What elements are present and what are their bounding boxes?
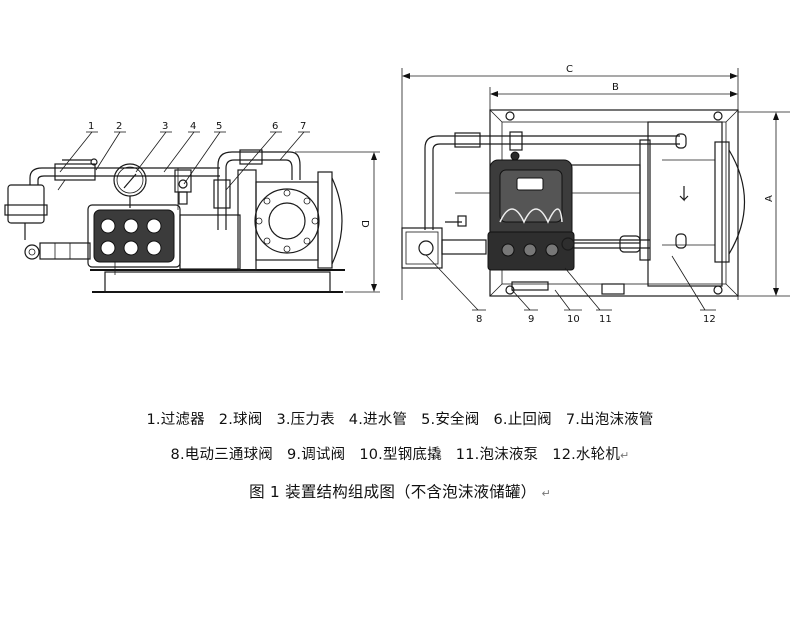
electric-three-way-valve-side — [4, 184, 91, 260]
legend-item: 3.压力表 — [276, 412, 335, 428]
legend-item: 5.安全阀 — [421, 412, 480, 428]
callout-7: 7 — [300, 121, 306, 132]
top-callouts: 8 9 10 11 12 — [425, 254, 716, 325]
side-view: D 1 2 3 4 5 6 7 — [4, 121, 380, 293]
legend-item: 10.型钢底撬 — [359, 447, 442, 463]
legend-item: 11.泡沫液泵 — [455, 447, 539, 463]
legend-item: 7.出泡沫液管 — [565, 412, 654, 428]
paragraph-return-mark: ↵ — [541, 487, 551, 500]
dimension-label-d: D — [359, 220, 370, 228]
inlet-pipe-top — [424, 131, 687, 230]
legend-item: 4.进水管 — [348, 412, 408, 428]
figure-title-text: 图 1 装置结构组成图（不含泡沫液储罐） — [249, 483, 537, 501]
legend-item: 8.电动三通球阀 — [170, 447, 273, 463]
dimension-d: D — [295, 151, 380, 293]
side-callouts: 1 2 3 4 5 6 7 — [59, 121, 310, 191]
water-turbine-top — [455, 121, 745, 287]
legend-item: 1.过滤器 — [146, 412, 205, 428]
callout-10: 10 — [567, 314, 580, 325]
steel-skid-base — [90, 269, 345, 293]
legend-item: 2.球阀 — [218, 412, 263, 428]
legend-row-1: 1.过滤器 2.球阀 3.压力表 4.进水管 5.安全阀 6.止回阀 7.出泡沫液管 — [0, 408, 800, 429]
dimension-label-a: A — [764, 195, 775, 202]
foam-pump-side — [87, 204, 241, 275]
dimension-a: A — [738, 111, 790, 297]
callout-1: 1 — [88, 121, 94, 132]
callout-5: 5 — [216, 121, 222, 132]
equipment-drawing: D 1 2 3 4 5 6 7 C — [4, 64, 790, 325]
callout-4: 4 — [190, 121, 196, 132]
outlet-pipe-top — [561, 233, 687, 253]
electric-three-way-valve-top — [401, 215, 487, 269]
callout-11: 11 — [599, 314, 612, 325]
legend-item: 6.止回阀 — [493, 412, 552, 428]
legend-item: 12.水轮机↵ — [552, 447, 630, 463]
legend-item: 9.调试阀 — [286, 447, 346, 463]
dimension-label-c: C — [566, 64, 573, 75]
callout-9: 9 — [528, 314, 534, 325]
top-view: C B A — [401, 64, 790, 325]
dimension-label-b: B — [612, 82, 619, 93]
safety-valve-side — [174, 169, 192, 205]
callout-8: 8 — [476, 314, 482, 325]
figure-caption: 图 1 装置结构组成图（不含泡沫液储罐） ↵ — [0, 480, 800, 502]
legend-row-2: 8.电动三通球阀 9.调试阀 10.型钢底撬 11.泡沫液泵 12.水轮机↵ — [0, 443, 800, 464]
foam-pump-top — [487, 151, 575, 271]
callout-3: 3 — [162, 121, 168, 132]
callout-2: 2 — [116, 121, 122, 132]
callout-6: 6 — [272, 121, 278, 132]
callout-12: 12 — [703, 314, 716, 325]
outlet-pipe-side — [213, 149, 301, 230]
paragraph-return-mark: ↵ — [620, 449, 630, 462]
water-turbine-side — [237, 169, 343, 271]
pressure-gauge-side — [113, 163, 147, 208]
